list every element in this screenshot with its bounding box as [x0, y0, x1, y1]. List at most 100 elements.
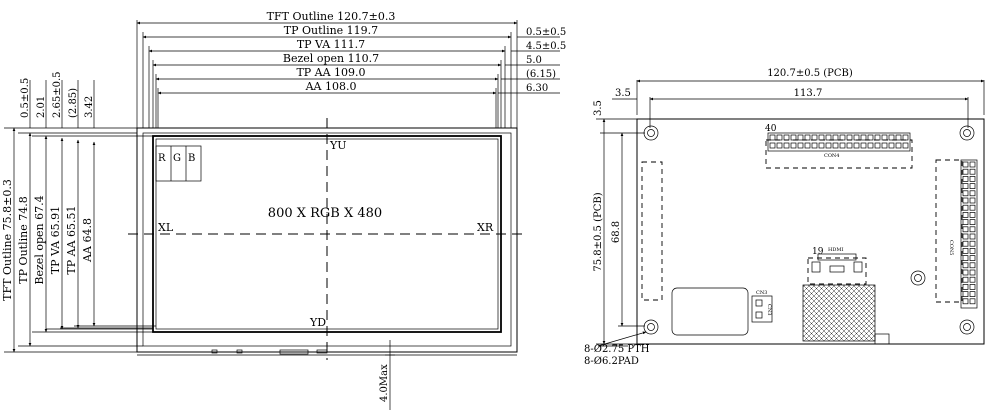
hole-offset-y-label: 3.5	[593, 100, 604, 116]
dim-tp-va-height: TP VA 65.91	[49, 206, 62, 274]
hatch-line	[812, 284, 870, 342]
con4-pin	[846, 134, 853, 141]
pixel-g-label: G	[173, 153, 181, 164]
con5-pin	[969, 168, 976, 175]
con5-pin	[962, 233, 969, 240]
hatch-line	[802, 324, 820, 342]
con4-pin	[867, 134, 874, 141]
con5-pin	[962, 176, 969, 182]
pixel-r-label: R	[158, 153, 166, 164]
hole-note-pth: 8-Ø2.75 PTH	[584, 344, 650, 355]
con5-pin	[962, 248, 969, 254]
dim-tp-aa-width: TP AA 109.0	[296, 66, 365, 79]
con5-pin	[969, 298, 976, 305]
con4-pin	[797, 142, 804, 149]
con4-pin	[776, 142, 783, 149]
hatch-line	[802, 284, 841, 323]
hatch-line	[802, 294, 850, 342]
label-yd: YD	[309, 316, 326, 329]
con4-pin	[902, 142, 909, 149]
pixel-b-label: B	[188, 153, 195, 164]
hatch-line	[802, 284, 836, 318]
hatch-line	[813, 284, 871, 342]
hatch-line	[802, 319, 825, 342]
pcb-outline	[636, 118, 985, 345]
con5-pin	[962, 204, 969, 211]
hatch-line	[863, 329, 876, 342]
label-xl: XL	[158, 221, 174, 234]
bottom-features	[137, 340, 517, 410]
dim-tft-outline-height: TFT Outline 75.8±0.3	[1, 179, 14, 301]
cn3-label: CN3	[756, 290, 767, 296]
con5-label: CON5	[948, 240, 954, 255]
con5-pin	[969, 240, 976, 247]
con5-pin	[962, 197, 969, 204]
con4-pin	[853, 142, 860, 149]
con4-header	[767, 132, 911, 152]
mounting-hole-bottom-left	[643, 319, 659, 335]
con5-pin	[969, 226, 976, 233]
mounting-hole-top-left	[643, 125, 659, 141]
hatch-line	[802, 339, 805, 342]
con5-pin	[962, 291, 969, 297]
con5-pin	[962, 183, 969, 189]
con4-pin	[874, 142, 881, 149]
dim-top-left-4: (2.85)	[68, 88, 79, 118]
con5-pin	[969, 190, 976, 197]
left-dashed-component	[641, 161, 663, 301]
con4-pin	[804, 134, 811, 141]
con4-pin	[888, 134, 895, 141]
hatch-line	[838, 304, 876, 342]
hatch-line	[868, 334, 876, 342]
label-xr: XR	[477, 221, 494, 234]
con5-pin	[969, 219, 976, 225]
right-small-dimensions	[498, 36, 560, 94]
hole-note-leader	[597, 331, 647, 347]
hatch-line	[802, 284, 851, 333]
con5-pin	[962, 161, 969, 168]
left-extension-lines	[4, 127, 156, 353]
con5-pin	[969, 248, 976, 254]
con4-pin-number: 40	[765, 124, 777, 134]
dim-right-4: (6.15)	[526, 69, 556, 80]
hatch-line	[843, 309, 876, 342]
dim-tft-outline-width: TFT Outline 120.7±0.3	[267, 10, 396, 23]
con5-header	[960, 159, 978, 309]
con4-pin	[769, 134, 776, 141]
con4-pin	[874, 134, 881, 141]
hatch-line	[802, 284, 831, 313]
pcb-width-label: 120.7±0.5 (PCB)	[767, 68, 853, 79]
hatch-line	[823, 289, 876, 342]
con5-pin	[969, 262, 976, 269]
hatch-line	[802, 284, 816, 298]
hatched-component	[802, 284, 876, 342]
front-view: TFT Outline 120.7±0.3 TP Outline 119.7 T…	[1, 10, 566, 410]
con4-pin	[811, 142, 818, 149]
cn3-sub-label: CN3	[766, 304, 772, 315]
con4-pin	[825, 134, 832, 141]
con5-pin	[962, 212, 969, 218]
con5-pin	[969, 204, 976, 211]
con4-pin	[895, 142, 902, 149]
con5-pin	[962, 276, 969, 283]
hatch-line	[848, 314, 876, 342]
dim-top-left-2: 2.01	[36, 96, 47, 118]
con4-pin	[867, 142, 874, 149]
con4-pin	[839, 142, 846, 149]
dim-top-left-3: 2.65±0.5	[52, 71, 63, 118]
con4-pin	[783, 134, 790, 141]
hatch-line	[802, 289, 855, 342]
dim-aa-width: AA 108.0	[305, 80, 357, 93]
dim-bezel-open-width: Bezel open 110.7	[283, 52, 379, 65]
con5-dashed-outline	[935, 159, 963, 303]
dim-tp-aa-height: TP AA 65.51	[65, 205, 78, 274]
hatch-line	[817, 284, 875, 342]
con4-pin	[790, 142, 797, 149]
con4-pin	[825, 142, 832, 149]
dim-aa-height: AA 64.8	[81, 218, 94, 263]
con5-pin	[969, 291, 976, 297]
front-extension-lines	[136, 20, 518, 128]
con4-pin	[790, 134, 797, 141]
con5-pin	[969, 212, 976, 218]
hdmi-label: HDMI	[828, 247, 843, 253]
